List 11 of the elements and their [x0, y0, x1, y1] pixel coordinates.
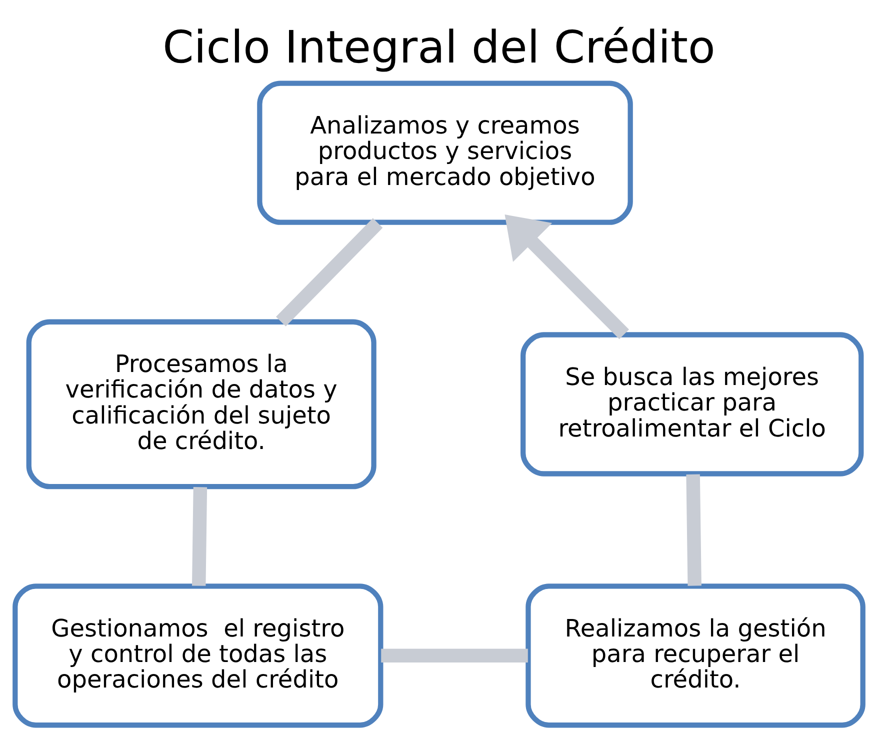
- connector: [686, 474, 702, 586]
- connector: [192, 487, 208, 586]
- node-box: Gestionamos el registro y control de todas las operaciones del crédito: [12, 584, 384, 728]
- node-box: Analizamos y creamos productos y servicios para el mercado objetivo: [257, 80, 633, 225]
- connector: [381, 648, 528, 662]
- node-box: Se busca las mejores practicar para retroalimentar el Ciclo: [520, 332, 864, 476]
- node-box: Realizamos la gestión para recuperar el crédito.: [526, 584, 866, 728]
- arrow: [504, 214, 629, 340]
- connector: [276, 218, 383, 326]
- diagram-title: Ciclo Integral del Crédito: [162, 21, 716, 74]
- node-box: Procesamos la verificación de datos y calificación del sujeto de crédito.: [26, 319, 376, 490]
